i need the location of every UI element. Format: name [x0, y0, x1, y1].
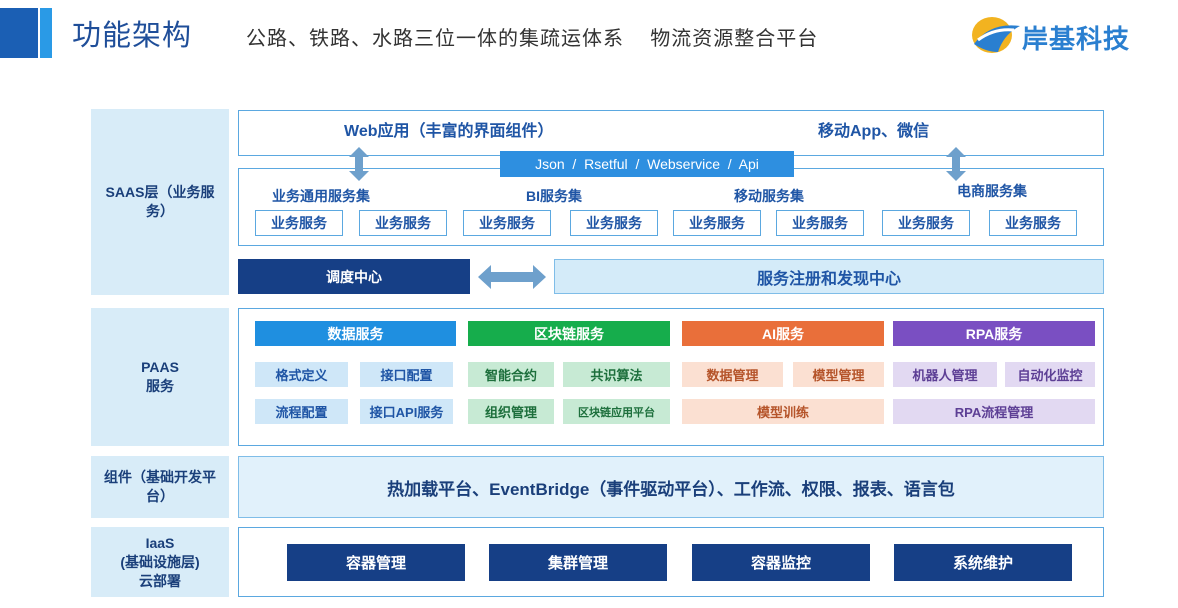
- api-protocol-bar: Json / Rsetful / Webservice / Api: [500, 151, 794, 177]
- paas-item: 共识算法: [563, 362, 670, 387]
- paas-item: 流程配置: [255, 399, 348, 424]
- components-box: 热加载平台、EventBridge（事件驱动平台）、工作流、权限、报表、语言包: [238, 456, 1104, 518]
- registry-center-box: 服务注册和发现中心: [554, 259, 1104, 294]
- business-service-box: 业务服务: [359, 210, 447, 236]
- vertical-double-arrow-icon: [349, 147, 369, 181]
- business-service-box: 业务服务: [673, 210, 761, 236]
- layer-label-paas-line2: 服务: [146, 378, 174, 394]
- paas-item: 自动化监控: [1005, 362, 1095, 387]
- paas-item: 模型训练: [682, 399, 884, 424]
- paas-item: 格式定义: [255, 362, 348, 387]
- header-accent-bar-light: [40, 8, 52, 58]
- layer-label-components-text: 组件（基础开发平台）: [104, 469, 216, 504]
- paas-item: 接口API服务: [360, 399, 453, 424]
- iaas-item: 容器监控: [692, 544, 870, 581]
- web-app-label: Web应用（丰富的界面组件）: [344, 123, 554, 140]
- layer-label-paas-line1: PAAS: [141, 359, 179, 375]
- business-service-box: 业务服务: [776, 210, 864, 236]
- paas-item: 机器人管理: [893, 362, 997, 387]
- business-service-box: 业务服务: [882, 210, 970, 236]
- layer-label-saas-text: SAAS层（业务服务）: [105, 184, 215, 219]
- layer-label-iaas: IaaS (基础设施层) 云部署: [91, 527, 229, 597]
- paas-item: 模型管理: [793, 362, 884, 387]
- iaas-item: 集群管理: [489, 544, 667, 581]
- paas-item: 接口配置: [360, 362, 453, 387]
- page-title: 功能架构: [72, 20, 193, 52]
- paas-category-rpa: RPA服务: [893, 321, 1095, 346]
- paas-item: 组织管理: [468, 399, 554, 424]
- service-set-label: BI服务集: [526, 188, 582, 204]
- business-service-box: 业务服务: [989, 210, 1077, 236]
- service-set-label: 电商服务集: [957, 183, 1027, 199]
- paas-category-ai: AI服务: [682, 321, 884, 346]
- vertical-double-arrow-icon: [946, 147, 966, 181]
- company-logo-icon: [972, 17, 1020, 53]
- layer-label-iaas-line1: IaaS: [145, 534, 175, 551]
- layer-label-paas: PAAS 服务: [91, 308, 229, 446]
- business-service-box: 业务服务: [255, 210, 343, 236]
- service-set-label: 业务通用服务集: [272, 188, 370, 204]
- iaas-item: 系统维护: [894, 544, 1072, 581]
- business-service-box: 业务服务: [463, 210, 551, 236]
- iaas-item: 容器管理: [287, 544, 465, 581]
- paas-item: RPA流程管理: [893, 399, 1095, 424]
- header-accent-bar: [0, 8, 38, 58]
- layer-label-iaas-line2: (基础设施层): [120, 553, 200, 570]
- layer-label-saas: SAAS层（业务服务）: [91, 109, 229, 295]
- paas-item: 智能合约: [468, 362, 554, 387]
- paas-category-data: 数据服务: [255, 321, 456, 346]
- paas-category-blockchain: 区块链服务: [468, 321, 670, 346]
- mobile-app-label: 移动App、微信: [818, 123, 930, 140]
- layer-label-iaas-line3: 云部署: [139, 572, 181, 589]
- service-set-label: 移动服务集: [734, 188, 804, 204]
- horizontal-double-arrow-icon: [478, 265, 546, 289]
- paas-item: 数据管理: [682, 362, 783, 387]
- layer-label-components: 组件（基础开发平台）: [91, 456, 229, 518]
- paas-item: 区块链应用平台: [563, 399, 670, 424]
- business-service-box: 业务服务: [570, 210, 658, 236]
- company-logo-text: 岸基科技: [1022, 24, 1131, 54]
- dispatch-center-box: 调度中心: [238, 259, 470, 294]
- api-protocol-text: Json / Rsetful / Webservice / Api: [535, 156, 759, 172]
- page-subtitle: 公路、铁路、水路三位一体的集疏运体系 物流资源整合平台: [246, 28, 819, 50]
